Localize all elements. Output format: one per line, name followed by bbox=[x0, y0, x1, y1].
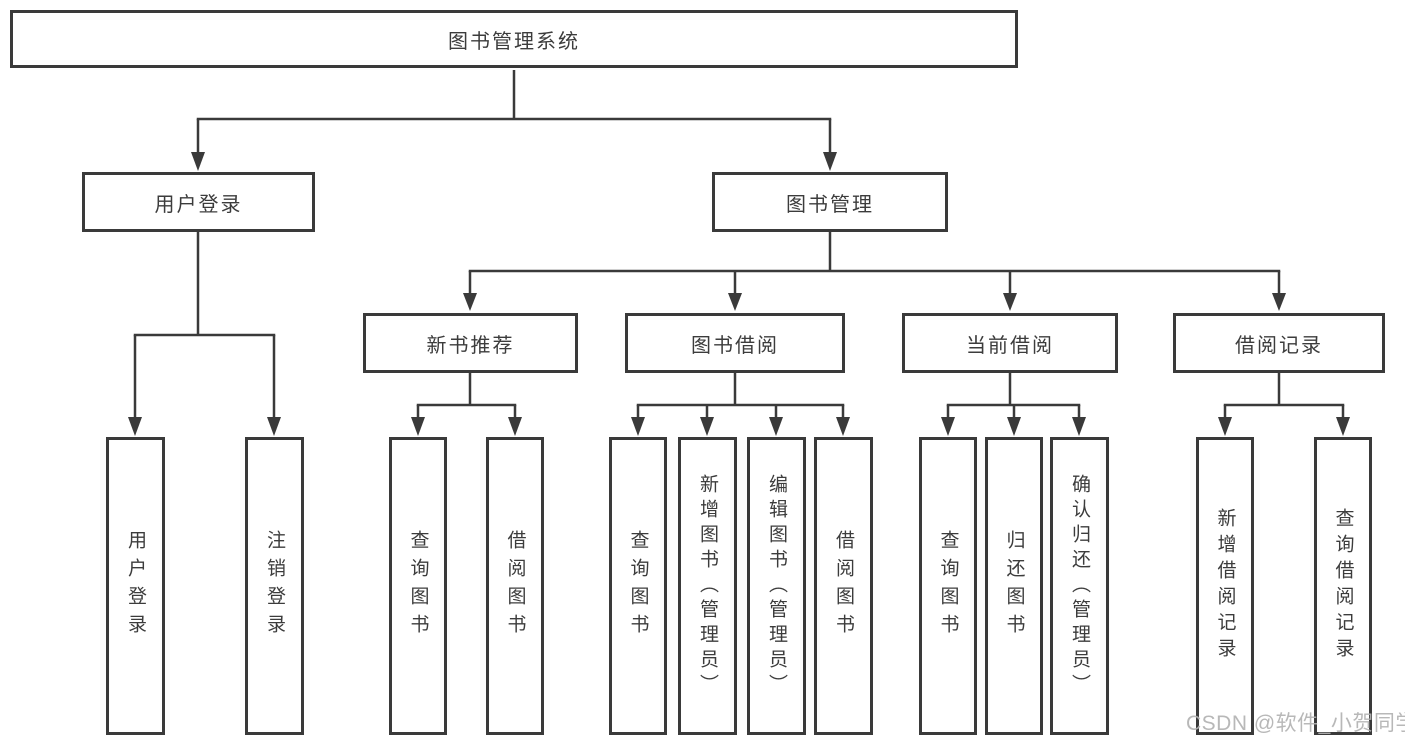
arrowhead-leaf-6 bbox=[700, 417, 714, 436]
node-leaf-borrow-books-1: 借阅图书 bbox=[486, 437, 544, 735]
node-leaf-confirm-return-admin: 确认归还（管理员） bbox=[1050, 437, 1109, 735]
arrowhead-leaf-3 bbox=[411, 417, 425, 436]
arrowhead-book-mgmt bbox=[823, 152, 837, 171]
arrowhead-borrow-records bbox=[1272, 293, 1286, 311]
arrowhead-leaf-13 bbox=[1336, 417, 1350, 436]
arrowhead-user-login bbox=[191, 152, 205, 171]
node-leaf-logout: 注销登录 bbox=[245, 437, 304, 735]
arrowhead-leaf-4 bbox=[508, 417, 522, 436]
node-leaf-return-books: 归还图书 bbox=[985, 437, 1043, 735]
node-leaf-query-books-2: 查询图书 bbox=[609, 437, 667, 735]
arrowhead-leaf-12 bbox=[1218, 417, 1232, 436]
node-leaf-query-borrow-record: 查询借阅记录 bbox=[1314, 437, 1372, 735]
node-leaf-borrow-books-2: 借阅图书 bbox=[814, 437, 873, 735]
node-new-book-recommend: 新书推荐 bbox=[363, 313, 578, 373]
node-leaf-query-books-3: 查询图书 bbox=[919, 437, 977, 735]
node-user-login: 用户登录 bbox=[82, 172, 315, 232]
arrowhead-leaf-7 bbox=[769, 417, 783, 436]
node-leaf-add-borrow-record: 新增借阅记录 bbox=[1196, 437, 1254, 735]
node-book-borrow: 图书借阅 bbox=[625, 313, 845, 373]
node-leaf-edit-books-admin: 编辑图书（管理员） bbox=[747, 437, 806, 735]
arrowhead-leaf-logout bbox=[267, 417, 281, 436]
csdn-watermark: CSDN @软件_小贺同学 bbox=[1186, 712, 1405, 735]
arrowhead-leaf-11 bbox=[1072, 417, 1086, 436]
node-current-borrow: 当前借阅 bbox=[902, 313, 1118, 373]
arrowhead-leaf-login bbox=[128, 417, 142, 436]
arrowhead-leaf-8 bbox=[836, 417, 850, 436]
arrowhead-leaf-9 bbox=[941, 417, 955, 436]
node-root-library-system: 图书管理系统 bbox=[10, 10, 1018, 68]
arrowhead-new-book bbox=[463, 293, 477, 311]
node-book-management: 图书管理 bbox=[712, 172, 948, 232]
arrowhead-book-borrow bbox=[728, 293, 742, 311]
node-leaf-query-books-1: 查询图书 bbox=[389, 437, 447, 735]
node-leaf-add-books-admin: 新增图书（管理员） bbox=[678, 437, 737, 735]
arrowhead-current-borrow bbox=[1003, 293, 1017, 311]
node-leaf-user-login: 用户登录 bbox=[106, 437, 165, 735]
arrowhead-leaf-10 bbox=[1007, 417, 1021, 436]
arrowhead-leaf-5 bbox=[631, 417, 645, 436]
node-borrow-records: 借阅记录 bbox=[1173, 313, 1385, 373]
